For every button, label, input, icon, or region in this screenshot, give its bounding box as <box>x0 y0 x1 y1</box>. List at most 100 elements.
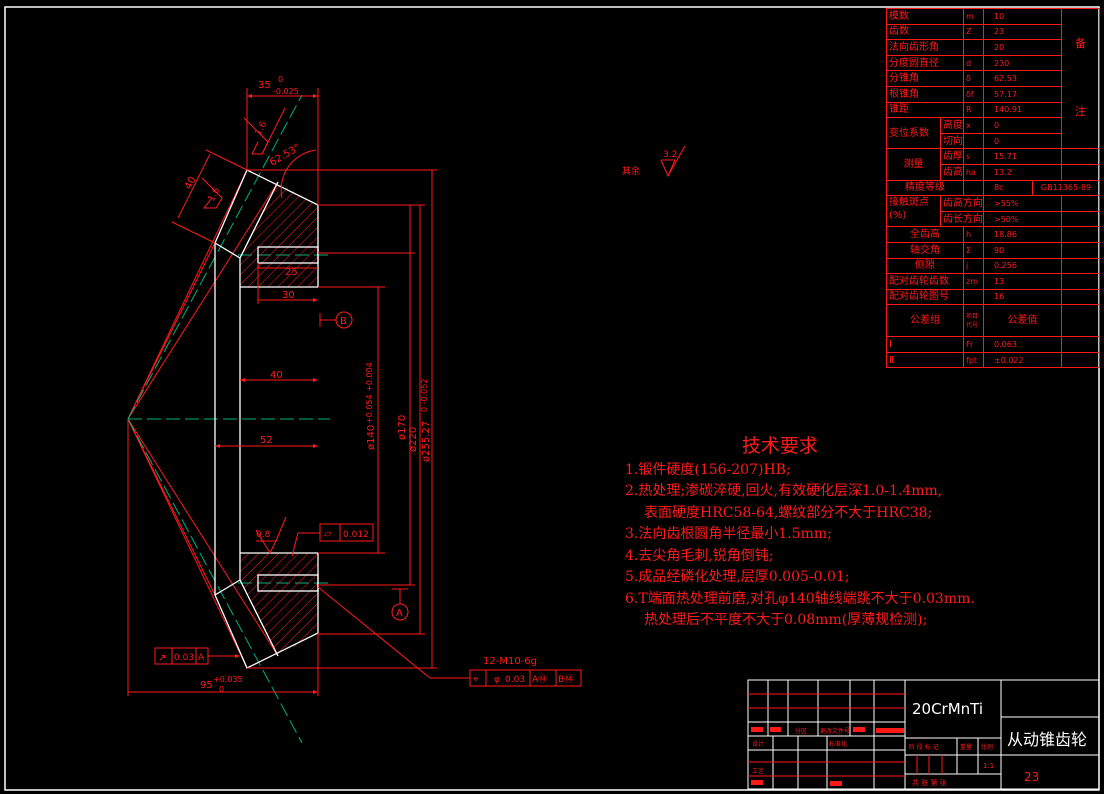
param-value: 16 <box>983 288 1062 306</box>
label-standard: 标准化 <box>829 740 847 748</box>
param-symbol: R <box>963 101 984 119</box>
position-ref-a: AⓂ <box>532 674 547 685</box>
label-weight: 重量 <box>960 743 972 751</box>
param-label: 分锥角 <box>886 70 964 87</box>
flatness-symbol-icon: ⏥ <box>324 529 332 540</box>
dim-hole-length: 30 <box>282 290 295 301</box>
technical-requirements: 技术要求 1.锻件硬度(156-207)HB; 2.热处理;渗碳淬硬,回火,有效… <box>625 435 975 632</box>
roughness-value: 0.8 <box>256 530 271 540</box>
datum-a: A <box>396 608 403 619</box>
gear-outline <box>214 169 319 669</box>
param-label: 法向齿形角 <box>886 39 964 56</box>
title-block-red-lines <box>748 693 943 777</box>
center-lines <box>127 94 330 744</box>
runout-arrow-icon: ↗ <box>158 653 166 664</box>
param-sublabel: 齿高 <box>940 163 964 181</box>
param-symbol: x <box>963 117 984 134</box>
param-label: 分度圆直径 <box>886 54 964 72</box>
label-stage: 阶 段 标 记 <box>909 743 939 751</box>
dim-cone-angle: 62.53° <box>268 142 303 168</box>
param-standard: GB11365-89 <box>1032 179 1100 197</box>
param-symbol: j <box>963 257 984 275</box>
tech-title: 技术要求 <box>741 435 818 457</box>
dim-bore: ø140 <box>366 425 377 450</box>
label-sheets: 共 张 第 张 <box>912 778 947 787</box>
remarks-label-1: 备 <box>1075 36 1086 50</box>
dim-top-width: 35 <box>258 80 271 91</box>
param-sublabel: 高度 <box>940 117 964 134</box>
param-label: Ⅱ <box>886 351 964 369</box>
param-symbol: Σ <box>963 241 984 259</box>
tech-item: 6.T端面热处理前磨,对孔φ140轴线端跳不大于0.03mm. <box>625 590 975 607</box>
tech-item: 表面硬度HRC58-64,螺纹部分不大于HRC38; <box>644 504 933 521</box>
table-row: 配对齿轮图号 16 <box>886 288 1100 306</box>
param-label: 测量 <box>886 148 941 181</box>
param-value: 15.71 <box>983 148 1062 165</box>
tech-item: 5.成品经磷化处理,层厚0.005-0.01; <box>625 569 850 585</box>
param-label: Ⅰ <box>886 336 964 353</box>
param-label: 精度等级 <box>886 179 964 197</box>
param-label: 轴交角 <box>886 241 964 259</box>
param-value: 0 <box>983 117 1062 134</box>
param-symbol: Z <box>963 23 984 41</box>
table-row: 测量 齿厚 s 15.71 <box>886 148 1100 181</box>
dim-slant-width: 40 <box>183 175 199 191</box>
param-label: 全齿高 <box>886 226 964 243</box>
param-label: 配对齿轮图号 <box>886 288 964 306</box>
param-value: 8c <box>983 179 1033 197</box>
section-hatch-bottom <box>240 553 318 656</box>
param-symbol: ha <box>963 163 984 181</box>
param-value: 10 <box>983 8 1062 25</box>
param-label: 齿数 <box>886 23 964 41</box>
remarks-cell: 备注 <box>1061 7 1100 150</box>
material: 20CrMnTi <box>912 700 983 718</box>
label-scale: 比例 <box>981 743 993 751</box>
param-label: 锥距 <box>886 101 964 119</box>
param-sublabel: 齿厚 <box>940 148 964 165</box>
position-ref-b: BⓂ <box>558 674 573 685</box>
tech-item: 4.去尖角毛刺,锐角倒钝; <box>625 547 774 564</box>
table-row: 模数 m 10 备注 <box>886 7 1100 150</box>
param-value: 62.53 <box>983 70 1062 87</box>
dim-top-lower: -0.025 <box>273 87 299 96</box>
title-block-grid <box>747 679 1100 790</box>
drawing-number: 23 <box>1024 770 1039 784</box>
param-value: 13 <box>983 273 1062 290</box>
dim-hole-depth: 25 <box>285 267 298 278</box>
param-symbol: h <box>963 226 984 243</box>
runout-ref: A <box>198 653 205 663</box>
thread-callout: 12-M10-6g <box>483 656 537 667</box>
dim-d255-tol: 0 -0.052 <box>420 379 429 412</box>
param-symbol: δ <box>963 70 984 87</box>
table-row: 齿长方向 >50% <box>887 210 1100 228</box>
param-symbol: m <box>963 8 984 25</box>
param-value: ±0.022 <box>983 351 1062 369</box>
roughness-value: 3.2 <box>663 150 677 160</box>
param-code-header: 项目代号 <box>963 304 984 338</box>
table-row: 齿高 ha 13.2 <box>887 163 1100 181</box>
param-symbol <box>963 39 984 56</box>
param-label: 变位系数 <box>886 117 941 150</box>
param-sublabel: 齿高方向 <box>940 195 984 212</box>
param-symbol <box>963 288 984 306</box>
table-row: 精度等级 8c GB11365-89 <box>886 179 1100 197</box>
table-row: 接触斑点(%) 齿高方向 >55% <box>886 195 1100 228</box>
roughness-rest-label: 其余 <box>622 165 640 177</box>
param-sublabel: 切向 <box>940 132 964 150</box>
table-row: 变位系数 高度 x 0 <box>886 117 1100 150</box>
param-value: 140.91 <box>983 101 1062 119</box>
param-value: 57.17 <box>983 85 1062 103</box>
param-value: 0.256 <box>983 257 1062 275</box>
param-value: 230 <box>983 54 1062 72</box>
param-value: 90 <box>983 241 1062 259</box>
label-craft: 工艺 <box>752 767 764 775</box>
dim-d220: ø220 <box>408 427 419 452</box>
tech-item: 3.法向齿根圆角半径最小1.5mm; <box>625 526 832 542</box>
roughness-value: 1.6 <box>254 120 270 138</box>
position-symbol-icon: ⌖ <box>473 674 479 685</box>
section-hatch-top <box>240 182 318 287</box>
param-sublabel: 齿长方向 <box>940 210 984 228</box>
